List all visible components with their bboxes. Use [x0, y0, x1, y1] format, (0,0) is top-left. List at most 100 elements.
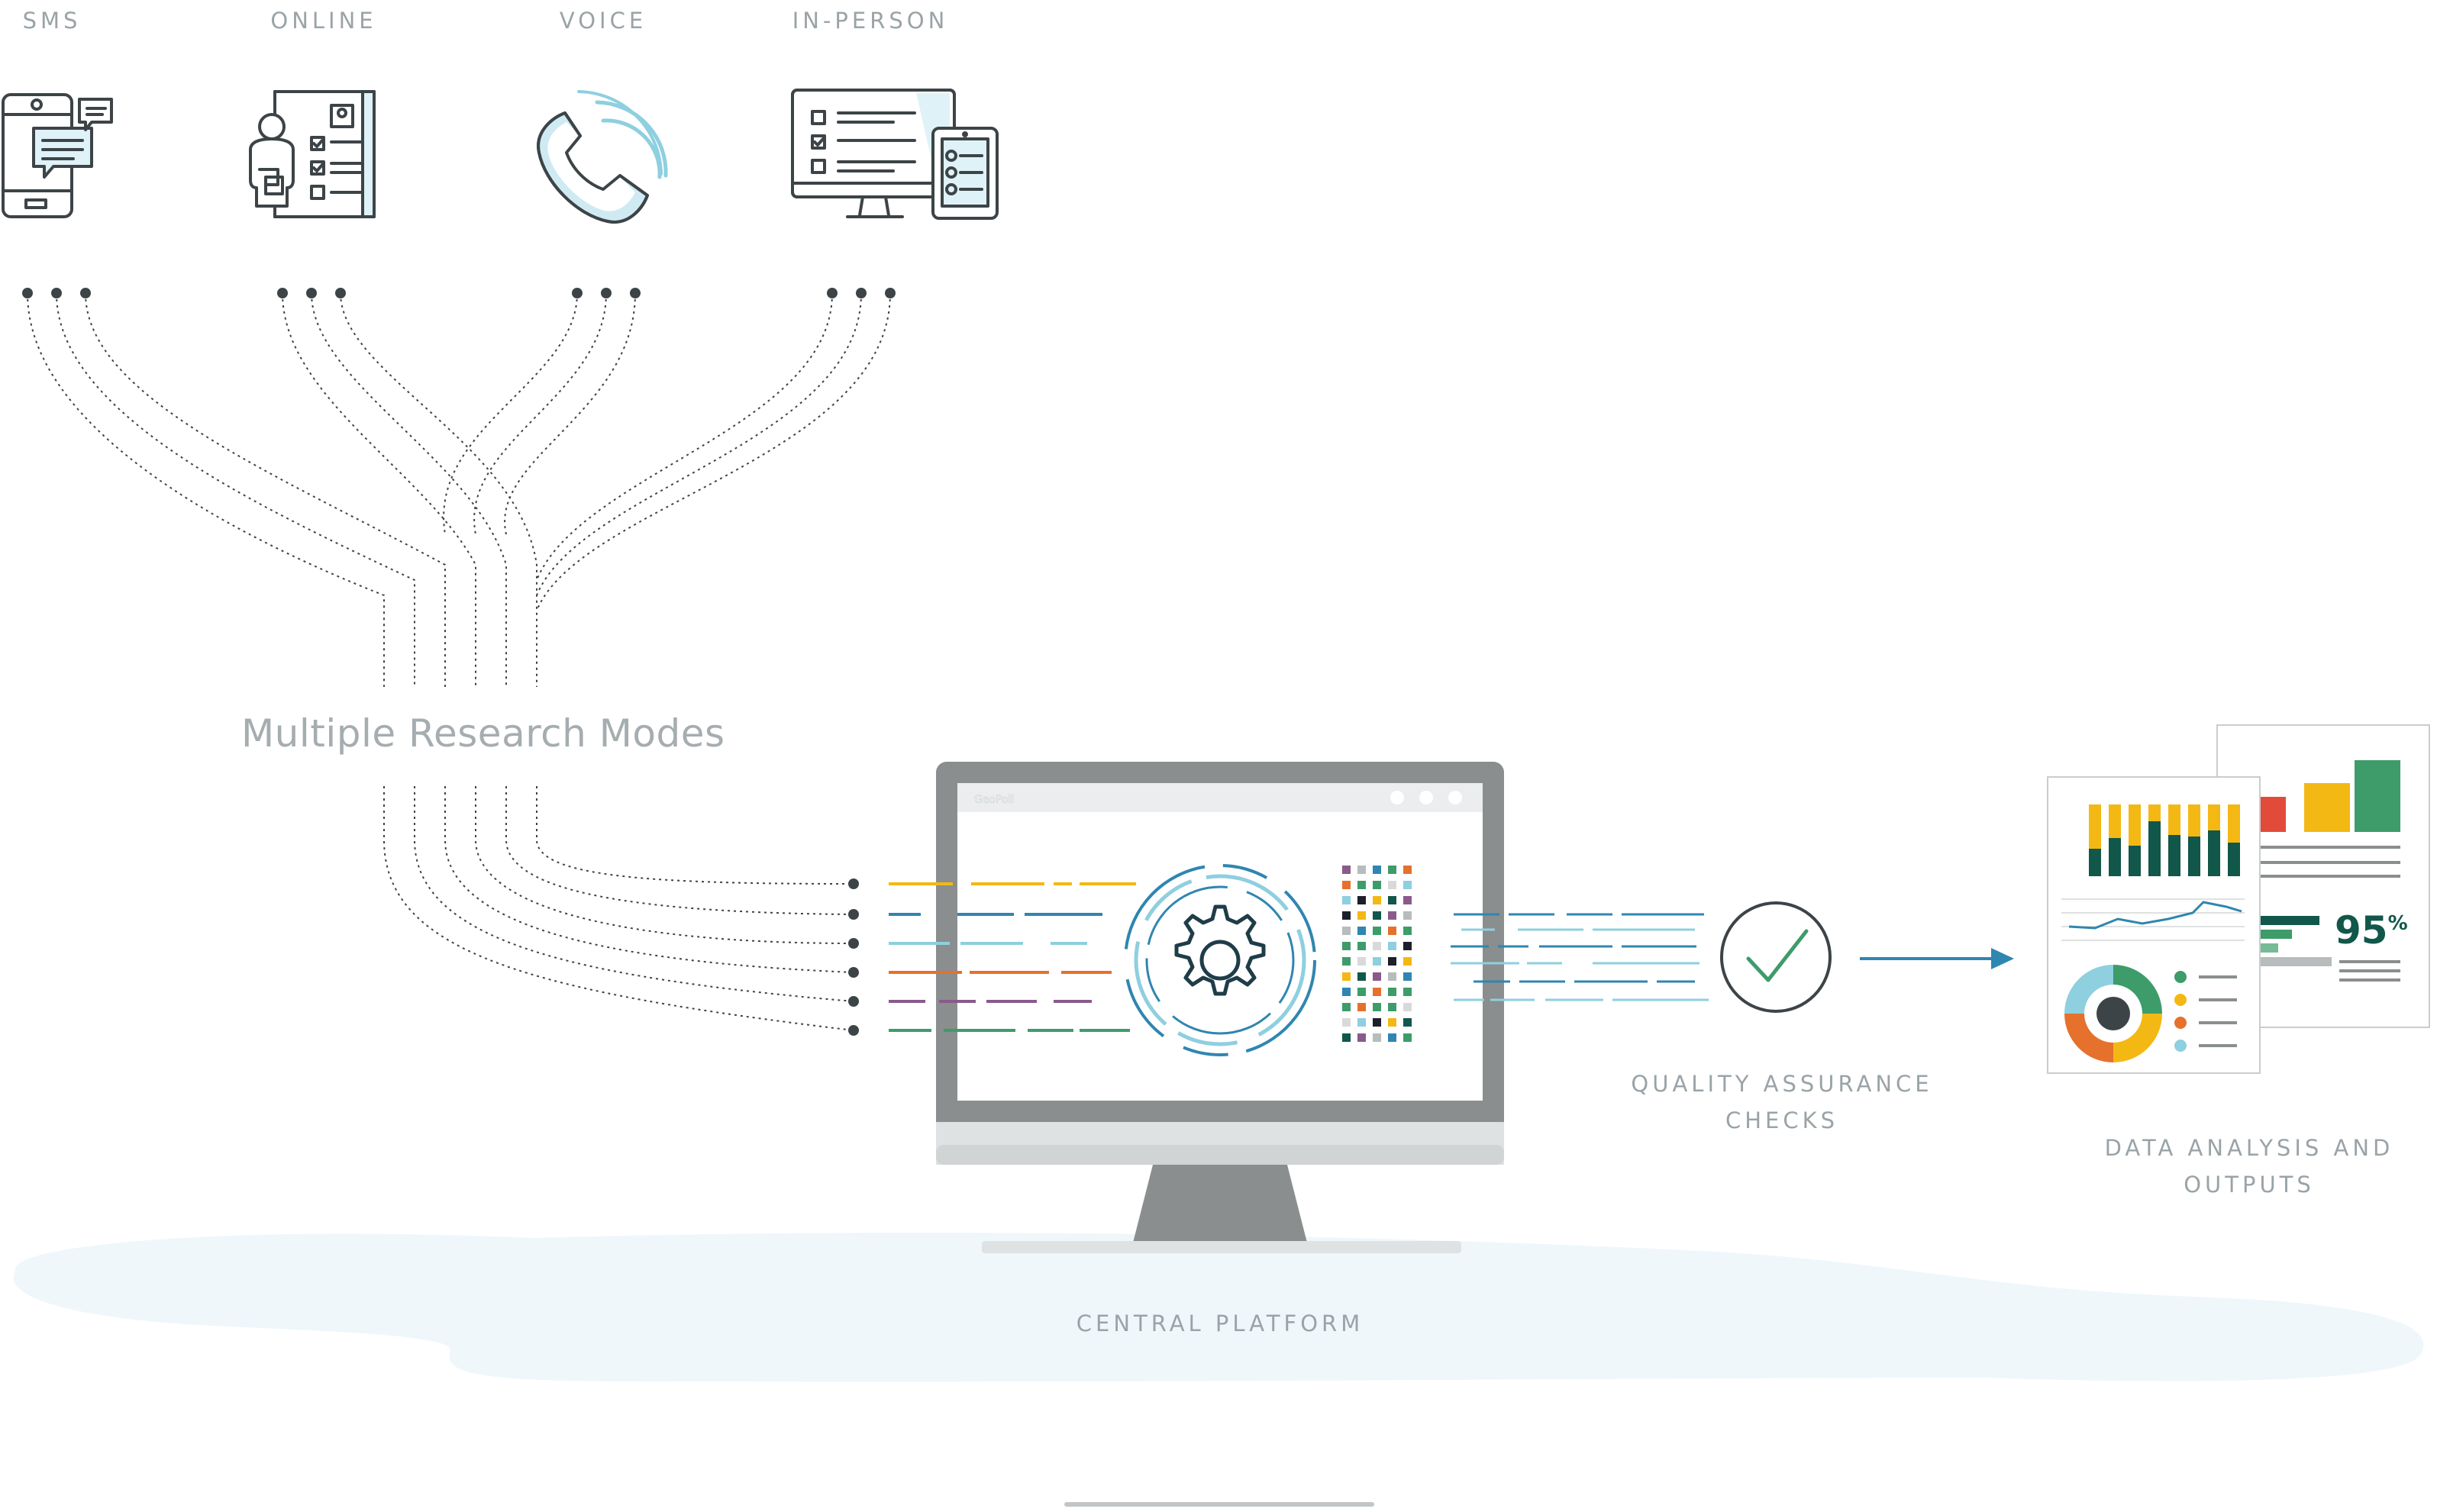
- stacked-bar-segment: [2148, 821, 2161, 876]
- data-square: [1342, 866, 1351, 874]
- data-square: [1357, 988, 1366, 996]
- data-square: [1357, 1018, 1366, 1027]
- data-square: [1373, 988, 1381, 996]
- data-square: [1403, 927, 1412, 935]
- data-square: [1342, 881, 1351, 889]
- online-form-icon: [249, 90, 376, 218]
- data-square: [1342, 927, 1351, 935]
- data-square: [1342, 972, 1351, 981]
- screen-output-lines: [1451, 913, 1709, 1001]
- data-square: [1388, 896, 1396, 904]
- data-square: [1403, 866, 1412, 874]
- data-square: [1388, 1018, 1396, 1027]
- central-platform-label: CENTRAL PLATFORM: [1076, 1311, 1364, 1336]
- stacked-bar-segment: [2168, 835, 2180, 876]
- data-square: [1388, 957, 1396, 966]
- report-front-page: [2047, 776, 2261, 1074]
- stacked-bar-segment: [2089, 849, 2101, 876]
- data-square: [1403, 1033, 1412, 1042]
- data-square: [1388, 881, 1396, 889]
- data-square: [1403, 881, 1412, 889]
- mode-label-online: ONLINE: [270, 8, 377, 34]
- data-square: [1388, 927, 1396, 935]
- home-indicator: [1064, 1502, 1374, 1507]
- data-square: [1357, 1003, 1366, 1011]
- percent-value: 95%: [2335, 908, 2408, 953]
- data-square: [1357, 927, 1366, 935]
- data-square: [1388, 972, 1396, 981]
- data-square: [1342, 1003, 1351, 1011]
- arrow-right-icon: [1860, 948, 2014, 969]
- data-square: [1373, 927, 1381, 935]
- desktop-tablet-form-icon: [791, 89, 999, 220]
- data-square: [1357, 942, 1366, 950]
- mode-label-voice: VOICE: [559, 8, 647, 34]
- data-square: [1357, 911, 1366, 920]
- data-square: [1342, 911, 1351, 920]
- data-square: [1373, 896, 1381, 904]
- stacked-bar-segment: [2109, 838, 2121, 876]
- data-square: [1403, 911, 1412, 920]
- data-square: [1342, 957, 1351, 966]
- data-square: [1388, 988, 1396, 996]
- stacked-bar-segment: [2228, 843, 2240, 876]
- gear-icon: [1124, 864, 1316, 1056]
- data-square: [1373, 942, 1381, 950]
- data-square: [1373, 911, 1381, 920]
- background-cloud: [13, 1233, 2424, 1382]
- data-square: [1342, 942, 1351, 950]
- data-square: [1388, 866, 1396, 874]
- data-square: [1388, 1033, 1396, 1042]
- data-square: [1342, 1018, 1351, 1027]
- data-squares-grid: [1342, 866, 1412, 1042]
- data-square: [1388, 942, 1396, 950]
- data-square: [1373, 866, 1381, 874]
- data-square: [1403, 1003, 1412, 1011]
- data-square: [1403, 896, 1412, 904]
- data-analysis-label: DATA ANALYSIS AND OUTPUTS: [2058, 1130, 2437, 1203]
- smartphone-chat-icon: [2, 93, 113, 218]
- data-square: [1373, 1018, 1381, 1027]
- data-square: [1403, 972, 1412, 981]
- donut-chart-icon: [2064, 965, 2162, 1062]
- mode-label-sms: SMS: [22, 8, 82, 34]
- mode-connector-dots: [22, 288, 896, 1036]
- data-square: [1403, 942, 1412, 950]
- stacked-bar-segment: [2188, 837, 2200, 876]
- screen-input-lines: [889, 882, 1136, 1032]
- data-square: [1403, 1018, 1412, 1027]
- data-square: [1373, 881, 1381, 889]
- data-square: [1342, 896, 1351, 904]
- data-square: [1357, 1033, 1366, 1042]
- stacked-bar-chart-icon: [2089, 804, 2240, 876]
- stacked-bar-segment: [2208, 830, 2220, 876]
- check-circle-icon: [1720, 901, 1832, 1013]
- data-analysis-line-2: OUTPUTS: [2184, 1172, 2315, 1198]
- data-square: [1403, 957, 1412, 966]
- phone-icon: [537, 90, 668, 224]
- data-square: [1373, 957, 1381, 966]
- multiple-research-modes-label: Multiple Research Modes: [241, 711, 725, 756]
- line-chart-icon: [2068, 901, 2242, 930]
- data-square: [1373, 1003, 1381, 1011]
- data-square: [1403, 988, 1412, 996]
- data-square: [1373, 972, 1381, 981]
- data-square: [1388, 911, 1396, 920]
- mode-label-in-person: IN-PERSON: [792, 8, 949, 34]
- data-square: [1357, 957, 1366, 966]
- data-square: [1342, 988, 1351, 996]
- data-square: [1373, 1033, 1381, 1042]
- quality-assurance-line-2: CHECKS: [1725, 1107, 1839, 1133]
- mode-connector-lines: [27, 292, 891, 1031]
- stacked-bar-segment: [2129, 846, 2141, 876]
- monitor-icon: [936, 762, 1504, 1253]
- data-square: [1357, 896, 1366, 904]
- data-square: [1357, 972, 1366, 981]
- quality-assurance-label: QUALITY ASSURANCE CHECKS: [1591, 1065, 1973, 1139]
- screen-brand: GeoPoll: [974, 794, 1014, 806]
- data-analysis-line-1: DATA ANALYSIS AND: [2104, 1135, 2394, 1161]
- data-square: [1388, 1003, 1396, 1011]
- data-square: [1357, 866, 1366, 874]
- quality-assurance-line-1: QUALITY ASSURANCE: [1631, 1071, 1933, 1097]
